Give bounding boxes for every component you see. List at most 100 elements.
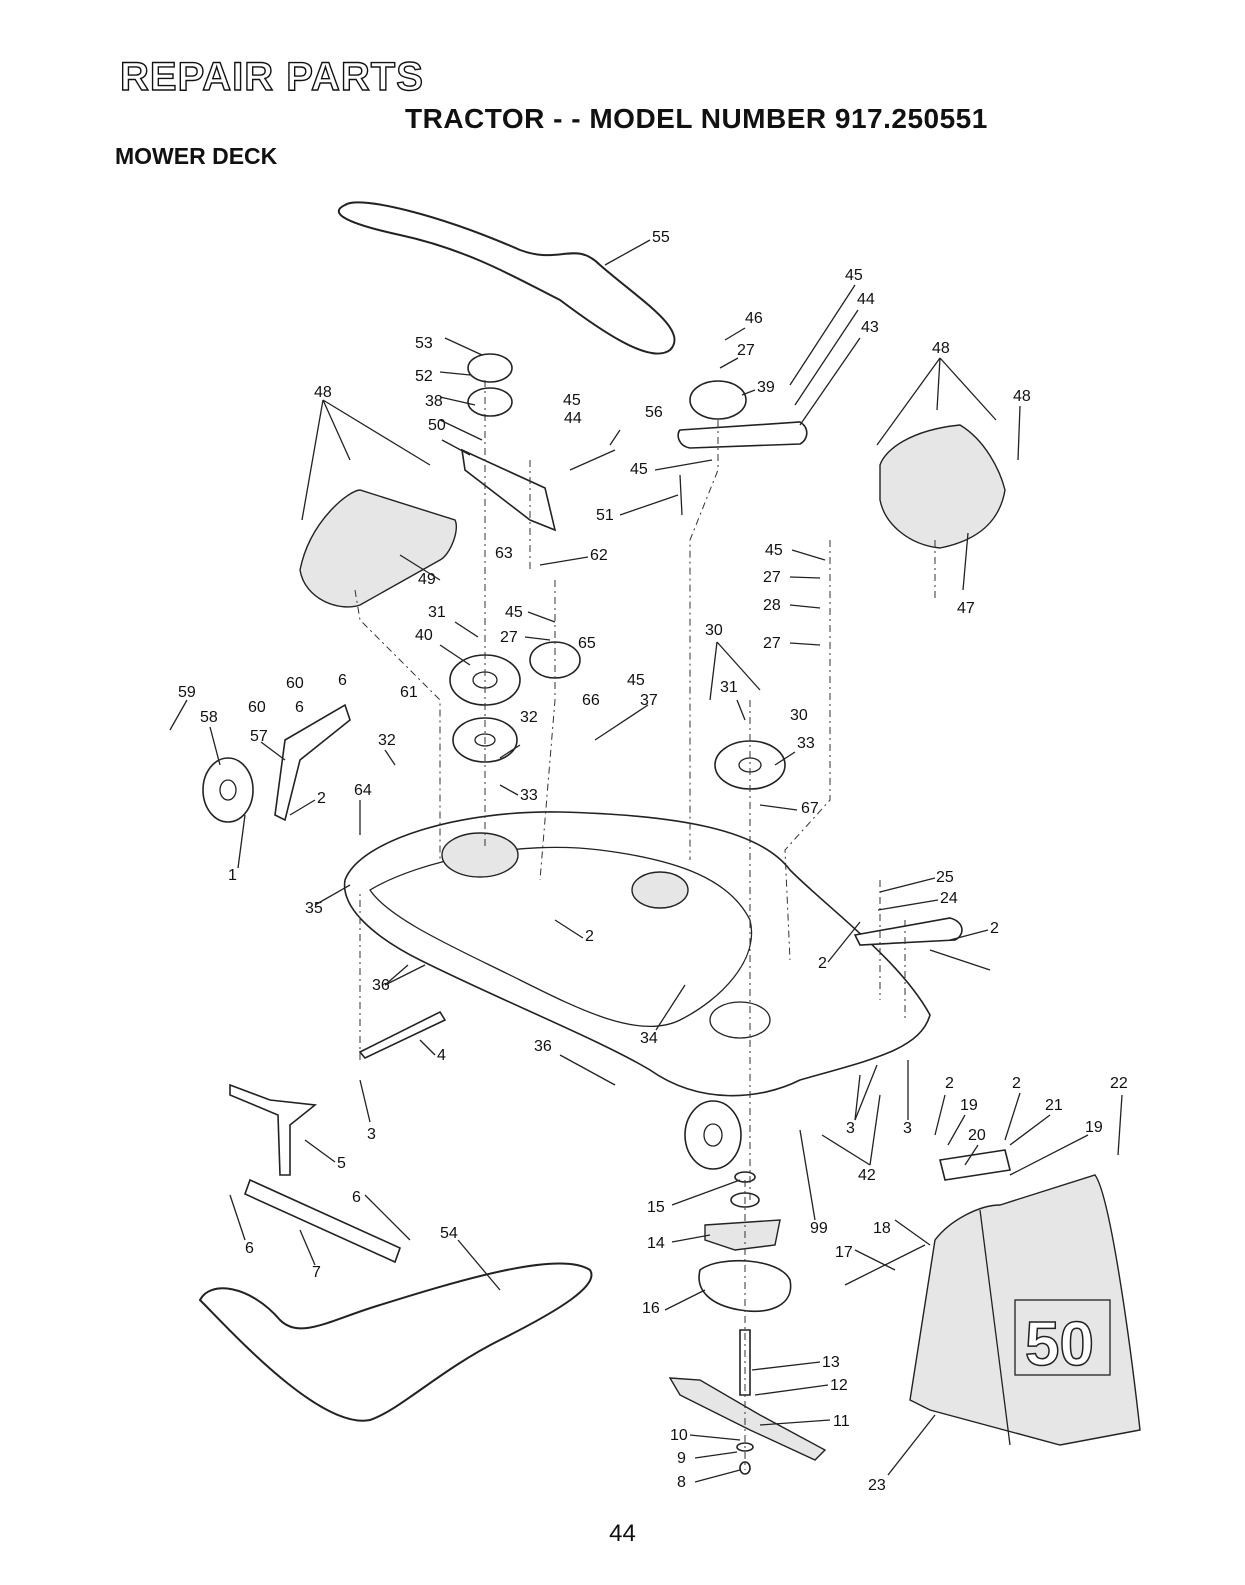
callout-label: 27: [737, 342, 755, 359]
callout-label: 60: [248, 699, 266, 716]
page-number: 44: [609, 1520, 636, 1547]
bracket-24: [853, 917, 963, 946]
callout-label: 34: [640, 1030, 658, 1047]
callout-label: 51: [596, 507, 614, 524]
wheel-bracket-57: [274, 703, 351, 822]
callout-label: 14: [647, 1235, 665, 1252]
callout-label: 6: [245, 1240, 254, 1257]
callout-label: 54: [440, 1225, 458, 1242]
callout-label: 9: [677, 1450, 686, 1467]
callout-label: 32: [378, 732, 396, 749]
spindle-hub: [441, 832, 519, 878]
hinge-20: [939, 1149, 1011, 1181]
callout-label: 59: [178, 684, 196, 701]
belt-cover-right: [879, 424, 1006, 549]
callout-label: 4: [437, 1047, 446, 1064]
gauge-wheel-58-hub: [219, 779, 237, 801]
callout-label: 27: [500, 629, 518, 646]
callout-label: 8: [677, 1474, 686, 1491]
callout-label: 49: [418, 571, 436, 588]
callout-label: 28: [763, 597, 781, 614]
gauge-wheel-deck-hub: [703, 1123, 723, 1147]
assembly-lines: [354, 380, 936, 1470]
callout-label: 36: [534, 1038, 552, 1055]
callout-label: 31: [428, 604, 446, 621]
callout-label: 45: [505, 604, 523, 621]
callout-label: 21: [1045, 1097, 1063, 1114]
spring-51: [679, 474, 683, 516]
pulley-53: [467, 353, 513, 383]
callout-label: 46: [745, 310, 763, 327]
callout-label: 32: [520, 709, 538, 726]
callout-label: 13: [822, 1354, 840, 1371]
callout-label: 44: [564, 410, 582, 427]
decal-50: 50: [1025, 1310, 1094, 1379]
callout-label: 6: [352, 1189, 361, 1206]
callout-label: 58: [200, 709, 218, 726]
pulley-32-right: [714, 740, 786, 790]
callout-label: 42: [858, 1167, 876, 1184]
callout-label: 3: [367, 1126, 376, 1143]
hanger-bracket-5: [229, 1083, 318, 1176]
chute-rear-panel: [979, 1209, 1011, 1446]
callout-label: 45: [563, 392, 581, 409]
spindle-opening: [709, 1001, 771, 1039]
callout-label: 45: [765, 542, 783, 559]
callout-label: 45: [845, 267, 863, 284]
belt-cover-left: [299, 489, 457, 608]
callout-label: 11: [833, 1413, 850, 1430]
callout-label: 27: [763, 569, 781, 586]
callout-label: 40: [415, 627, 433, 644]
spring-56: [569, 449, 616, 471]
callout-label: 36: [372, 977, 390, 994]
callout-label: 31: [720, 679, 738, 696]
decal-50-frame: [1014, 1299, 1111, 1376]
callout-label: 2: [1012, 1075, 1021, 1092]
callout-label: 57: [250, 728, 268, 745]
blade-11: [668, 1377, 827, 1461]
callout-label: 5: [337, 1155, 346, 1172]
callout-label: 48: [314, 384, 332, 401]
callout-label: 47: [957, 600, 975, 617]
callout-label: 23: [868, 1477, 886, 1494]
callout-label: 62: [590, 547, 608, 564]
callout-label: 61: [400, 684, 418, 701]
callout-label: 15: [647, 1199, 665, 1216]
callout-label: 6: [295, 699, 304, 716]
callout-label: 48: [932, 340, 950, 357]
callout-label: 2: [945, 1075, 954, 1092]
callout-label: 66: [582, 692, 600, 709]
pulley-32-left-hub: [474, 733, 496, 747]
callout-label: 33: [520, 787, 538, 804]
page-title: REPAIR PARTS: [119, 54, 424, 99]
callout-label: 37: [640, 692, 658, 709]
callout-label: 16: [642, 1300, 660, 1317]
callout-label: 2: [990, 920, 999, 937]
callout-label: 10: [670, 1427, 688, 1444]
link-4: [358, 1010, 447, 1059]
leader-lines: [169, 239, 1123, 1483]
callout-label: 19: [960, 1097, 978, 1114]
callout-label: 24: [940, 890, 958, 907]
callout-label: 56: [645, 404, 663, 421]
idler-arm-43: [677, 421, 808, 449]
callout-label: 3: [903, 1120, 912, 1137]
callout-label: 65: [578, 635, 596, 652]
callout-label: 3: [846, 1120, 855, 1137]
callout-label: 20: [968, 1127, 986, 1144]
callout-label: 22: [1110, 1075, 1128, 1092]
idler-pulley-deck: [631, 871, 689, 909]
pulley-39: [689, 380, 747, 420]
callout-label: 39: [757, 379, 775, 396]
callout-label: 48: [1013, 388, 1031, 405]
front-link-7: [243, 1178, 402, 1264]
belt-54: [198, 1262, 593, 1422]
callout-label: 19: [1085, 1119, 1103, 1136]
discharge-chute-23: [909, 1174, 1141, 1446]
callout-label: 50: [428, 417, 446, 434]
callout-label: 55: [652, 229, 670, 246]
callout-label: 2: [585, 928, 594, 945]
callout-label: 53: [415, 335, 433, 352]
deck-housing: [343, 811, 931, 1097]
